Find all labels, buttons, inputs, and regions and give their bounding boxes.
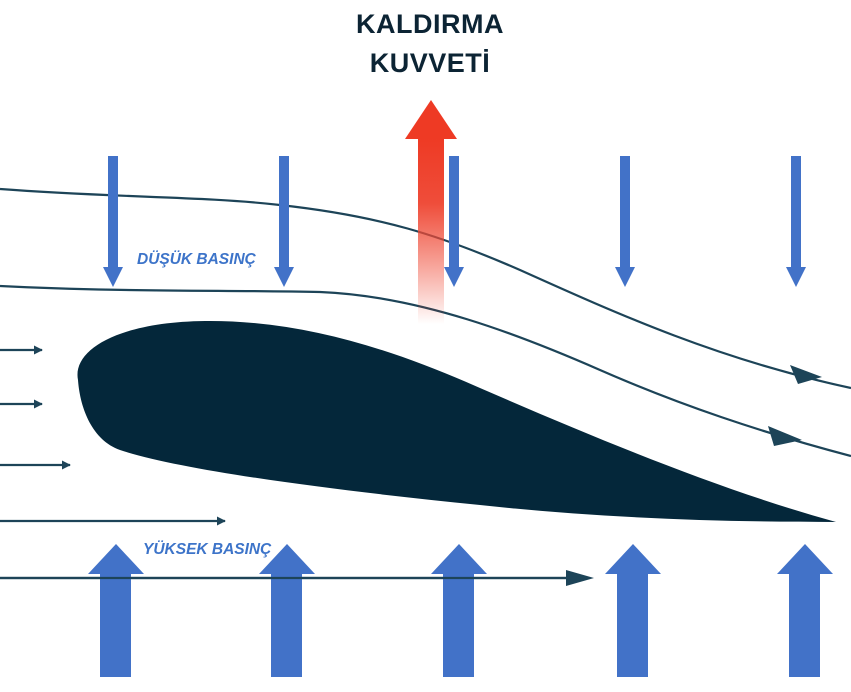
up-arrow-2: [259, 544, 315, 677]
title-line-2: KUVVETİ: [370, 48, 491, 78]
up-arrow-4: [605, 544, 661, 677]
title-line-1: KALDIRMA: [356, 9, 504, 39]
upper-streamline-arrow-outer: [790, 365, 822, 384]
down-arrow-1: [103, 156, 123, 287]
low-pressure-arrows: [103, 156, 806, 287]
lift-arrow-shaft: [418, 138, 444, 324]
incoming-flow-arrows: [0, 345, 226, 526]
up-arrow-5: [777, 544, 833, 677]
up-arrow-1: [88, 544, 144, 677]
low-pressure-label: DÜŞÜK BASINÇ: [137, 251, 257, 268]
down-arrow-5: [786, 156, 806, 287]
upper-streamline-inner: [0, 284, 851, 458]
high-pressure-label: YÜKSEK BASINÇ: [143, 541, 272, 558]
airfoil: [77, 320, 836, 522]
down-arrow-2: [274, 156, 294, 287]
lift-arrow: [405, 100, 457, 324]
down-arrow-4: [615, 156, 635, 287]
up-arrow-3: [431, 544, 487, 677]
upper-streamline-arrow-inner: [768, 426, 802, 446]
down-arrow-3: [444, 156, 464, 287]
high-pressure-arrows: [88, 544, 833, 677]
lift-arrow-head: [405, 100, 457, 139]
